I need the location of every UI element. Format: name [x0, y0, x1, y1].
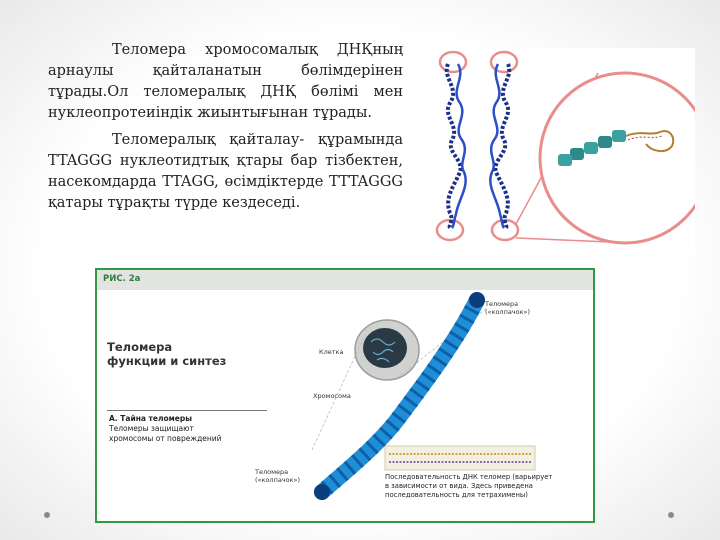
label-telomere-top: Теломера («колпачок»)	[485, 300, 531, 316]
zoom-line	[515, 237, 611, 243]
telomere-cap-top	[469, 292, 485, 308]
slide-dot-right	[668, 512, 674, 518]
figure-header: РИС. 2а	[97, 270, 593, 290]
nucleosome	[598, 136, 612, 148]
cell-nucleus	[363, 328, 407, 368]
paragraph-2: Теломералық қайталау- құрамында TTAGGG н…	[48, 132, 403, 211]
telomere-figure: РИС. 2а Теломера функции и синтез А. Тай…	[95, 268, 595, 523]
box-a-line-2: хромосомы от повреждений	[109, 434, 222, 443]
telomere-ring	[438, 50, 468, 74]
telomere-ring	[489, 50, 519, 74]
sequence-strip	[384, 445, 536, 471]
chromosome-illustration	[420, 48, 712, 258]
nucleosome	[558, 154, 572, 166]
chromatin	[370, 338, 396, 363]
figure-title: Теломера функции и синтез	[107, 340, 227, 368]
chromosome-body	[314, 292, 485, 500]
text-block: Теломера хромосомалық ДНҚның арнаулы қай…	[48, 40, 403, 220]
telomere-ring	[435, 218, 465, 242]
box-a-line-1: Теломеры защищают	[109, 424, 194, 433]
box-a-title: А. Тайна теломеры	[109, 414, 192, 423]
nucleosome	[570, 148, 584, 160]
figure-tag: РИС. 2а	[103, 274, 141, 284]
chromatid-right-arm-2	[489, 63, 506, 229]
paragraph-1: Теломера хромосомалық ДНҚның арнаулы қай…	[48, 42, 403, 121]
slide-dot-left	[44, 512, 50, 518]
label-chromosome: Хромосома	[313, 392, 351, 400]
dna-strand	[625, 130, 675, 152]
chromatid-left-arm-2	[450, 63, 467, 229]
telomere-cap-bottom	[314, 484, 330, 500]
figure-svg	[311, 292, 536, 500]
chromatid-right-arm	[493, 63, 512, 230]
box-a: А. Тайна теломеры Теломеры защищают хром…	[107, 410, 267, 452]
sequence-caption: Последовательность ДНК теломер (варьируе…	[385, 473, 553, 499]
nucleosome	[612, 130, 626, 142]
guide-line	[311, 329, 368, 451]
label-cell: Клетка	[319, 348, 344, 356]
nucleosome	[584, 142, 598, 154]
label-telomere-bottom: Теломера («колпачок»)	[255, 468, 301, 484]
chromosome-svg	[435, 50, 712, 245]
telomere-ring	[490, 218, 520, 242]
chromatid-left-arm	[444, 63, 463, 230]
